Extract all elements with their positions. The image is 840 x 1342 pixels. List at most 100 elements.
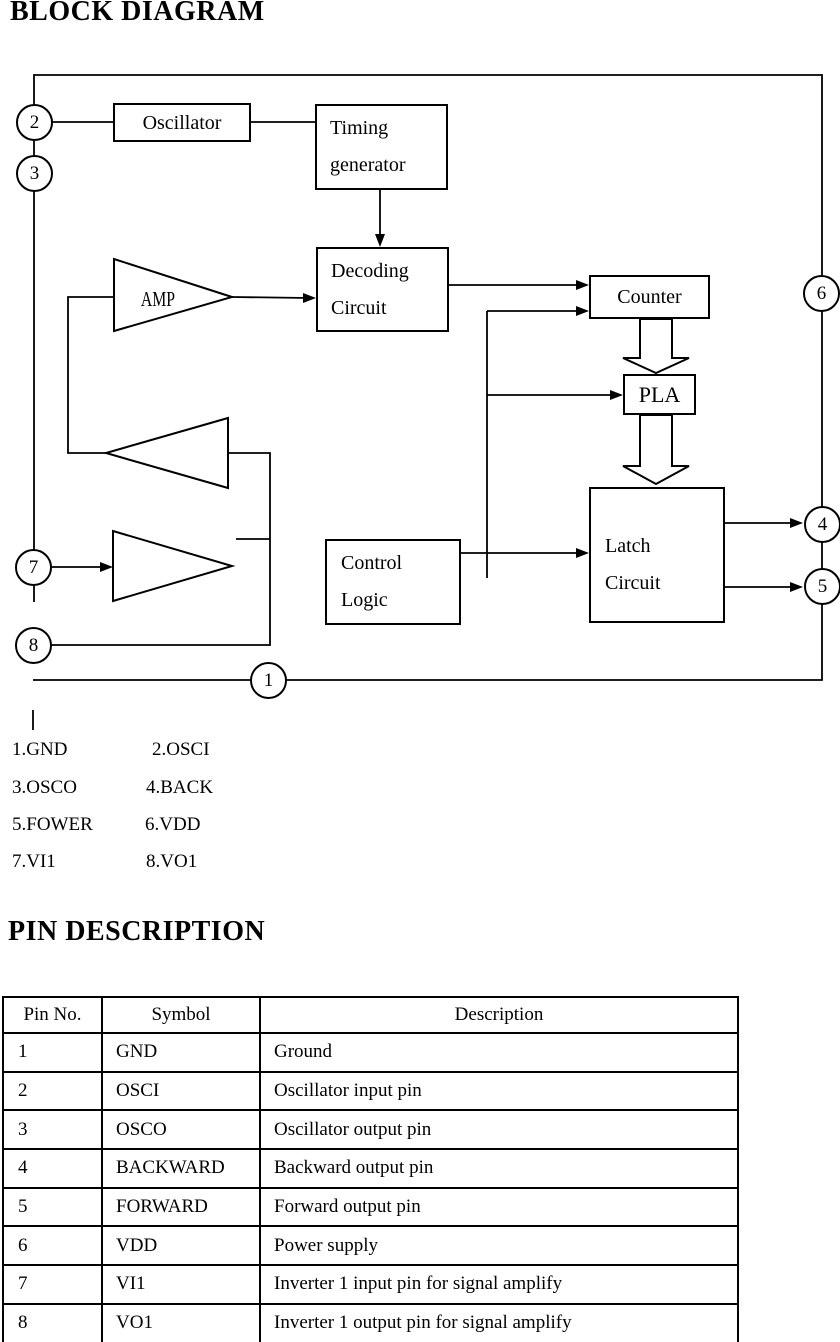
cell-pin-no: 1: [2, 1032, 103, 1073]
table-row: 3 OSCO Oscillator output pin: [2, 1109, 739, 1151]
latch-circuit-block: Latch Circuit: [589, 487, 725, 623]
legend-item: 3.OSCO: [12, 777, 77, 798]
latch-label-line2: Circuit: [605, 572, 661, 594]
cell-pin-no: 4: [2, 1148, 103, 1189]
pin-description-heading: PIN DESCRIPTION: [8, 916, 266, 947]
block-diagram-heading: BLOCK DIAGRAM: [10, 0, 265, 27]
pin-circle-5: 5: [804, 568, 840, 605]
wire-outer-rail: [33, 74, 823, 681]
table-row: 4 BACKWARD Backward output pin: [2, 1148, 739, 1189]
cell-symbol: GND: [101, 1032, 261, 1073]
pin-circle-7: 7: [15, 549, 52, 586]
timing-label-line2: generator: [330, 154, 406, 176]
cell-description: Ground: [259, 1032, 739, 1073]
cell-pin-no: 7: [2, 1264, 103, 1305]
legend-item: 5.FOWER: [12, 814, 93, 835]
pin-circle-6: 6: [803, 275, 840, 312]
cell-description: Oscillator output pin: [259, 1109, 739, 1151]
pin-circle-2: 2: [16, 104, 53, 141]
pin-number: 6: [816, 282, 827, 304]
cell-pin-no: 6: [2, 1225, 103, 1267]
wire-pin8-inverter: [51, 452, 271, 646]
amp-triangle: [113, 257, 236, 333]
inverter-triangle: [102, 416, 229, 490]
wire-amp-decoding: [231, 296, 310, 299]
counter-label: Counter: [617, 286, 682, 308]
col-header-description: Description: [259, 996, 739, 1034]
table-header-row: Pin No. Symbol Description: [2, 996, 739, 1034]
cell-symbol: BACKWARD: [101, 1148, 261, 1189]
pin-number: 7: [28, 556, 39, 578]
pin-number: 4: [817, 513, 828, 535]
arrowhead-latch-pin4: [790, 518, 803, 528]
cell-pin-no: 5: [2, 1186, 103, 1228]
pin-circle-4: 4: [804, 506, 840, 543]
pin-number: 5: [817, 575, 828, 597]
cell-symbol: FORWARD: [101, 1186, 261, 1228]
table-row: 2 OSCI Oscillator input pin: [2, 1070, 739, 1112]
cell-description: Inverter 1 output pin for signal amplify: [259, 1302, 739, 1342]
timing-label-line1: Timing: [330, 117, 389, 139]
cell-description: Inverter 1 input pin for signal amplify: [259, 1264, 739, 1305]
arrowhead-timing-decoding: [375, 234, 385, 247]
table-row: 6 VDD Power supply: [2, 1225, 739, 1267]
cell-description: Oscillator input pin: [259, 1070, 739, 1112]
decoding-circuit-block: Decoding Circuit: [316, 247, 449, 332]
cell-pin-no: 3: [2, 1109, 103, 1151]
arrowhead-branch-counter: [576, 306, 589, 316]
cell-symbol: VO1: [101, 1302, 261, 1342]
cell-description: Forward output pin: [259, 1186, 739, 1228]
cell-symbol: VDD: [101, 1225, 261, 1267]
cell-symbol: OSCI: [101, 1070, 261, 1112]
block-arrow-counter-pla: [622, 318, 690, 375]
pin-number: 2: [29, 111, 40, 133]
legend-item: 6.VDD: [145, 814, 201, 835]
block-arrow-pla-latch: [622, 414, 690, 486]
col-header-pin-no: Pin No.: [2, 996, 103, 1034]
latch-label-line1: Latch: [605, 535, 651, 557]
arrowhead-control-latch: [576, 548, 589, 558]
table-row: 1 GND Ground: [2, 1032, 739, 1073]
arrowhead-branch-pla: [610, 390, 623, 400]
legend-item: 4.BACK: [146, 777, 214, 798]
arrowhead-amp-decoding: [303, 293, 316, 303]
col-header-symbol: Symbol: [101, 996, 261, 1034]
cell-description: Backward output pin: [259, 1148, 739, 1189]
arrowhead-pin7-amp3: [100, 562, 113, 572]
cell-symbol: VI1: [101, 1264, 261, 1305]
control-label-line1: Control: [341, 552, 403, 574]
table-row: 8 VO1 Inverter 1 output pin for signal a…: [2, 1302, 739, 1342]
pin-number: 1: [263, 669, 274, 691]
pin-circle-1: 1: [250, 662, 287, 699]
arrowhead-decoding-counter: [576, 280, 589, 290]
cell-symbol: OSCO: [101, 1109, 261, 1151]
pin-description-table: Pin No. Symbol Description 1 GND Ground …: [2, 996, 739, 1342]
legend-item: 8.VO1: [146, 851, 198, 872]
decoding-label-line2: Circuit: [331, 296, 387, 319]
oscillator-label: Oscillator: [142, 111, 222, 134]
pla-block: PLA: [623, 374, 696, 415]
pin-circle-3: 3: [16, 155, 53, 192]
table-row: 5 FORWARD Forward output pin: [2, 1186, 739, 1228]
cell-pin-no: 8: [2, 1302, 103, 1342]
control-logic-block: Control Logic: [325, 539, 461, 625]
pin-number: 8: [28, 634, 39, 656]
amp3-triangle: [112, 529, 236, 603]
table-row: 7 VI1 Inverter 1 input pin for signal am…: [2, 1264, 739, 1305]
block-diagram-canvas: [32, 74, 823, 730]
legend-item: 1.GND: [12, 739, 68, 760]
decoding-label-line1: Decoding: [331, 259, 409, 282]
cell-description: Power supply: [259, 1225, 739, 1267]
legend-item: 7.VI1: [12, 851, 56, 872]
oscillator-block: Oscillator: [113, 103, 251, 142]
legend-item: 2.OSCI: [152, 739, 210, 760]
amp-label: AMP: [140, 287, 176, 311]
arrowhead-latch-pin5: [790, 582, 803, 592]
control-label-line2: Logic: [341, 589, 388, 611]
counter-block: Counter: [589, 275, 710, 319]
pin-circle-8: 8: [15, 627, 52, 664]
pla-label: PLA: [638, 381, 681, 407]
timing-generator-block: Timing generator: [315, 104, 448, 190]
wire-inverter-amp: [67, 296, 114, 454]
